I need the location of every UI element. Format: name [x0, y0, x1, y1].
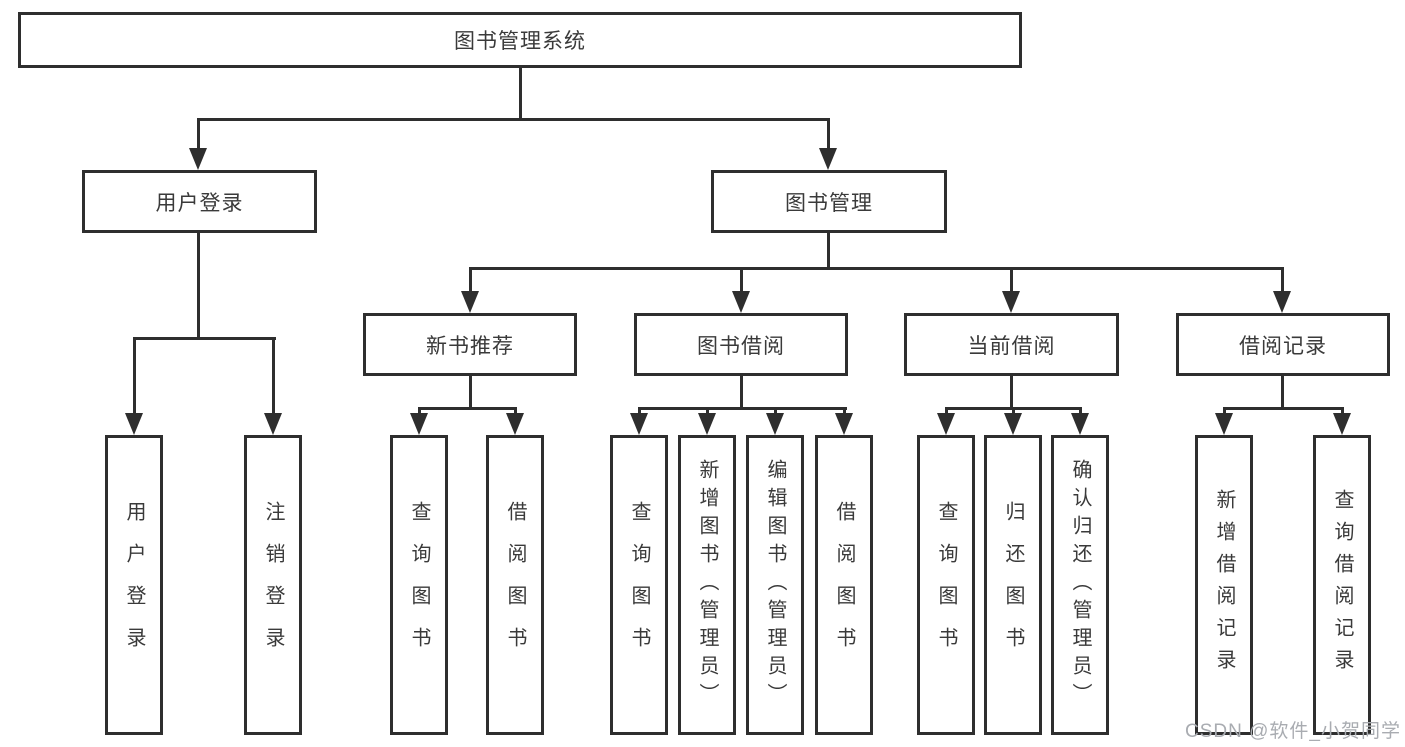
- node-borrow-books-leaf: 借阅图书: [815, 435, 873, 735]
- node-label: 注销登录: [262, 501, 284, 669]
- node-label: 归还图书: [1002, 501, 1024, 669]
- connector-v: [271, 338, 275, 415]
- node-label: 查询图书: [935, 501, 957, 669]
- node-label: 图书借阅: [697, 334, 785, 358]
- connector-v: [196, 118, 200, 151]
- node-confirm-return-admin: 确认归还（管理员）: [1051, 435, 1109, 735]
- connector-v: [1280, 376, 1284, 409]
- arrowhead-down-icon: [1071, 413, 1089, 435]
- node-library-management-system: 图书管理系统: [18, 12, 1022, 68]
- connector-h: [1222, 406, 1344, 410]
- node-query-borrow-record: 查询借阅记录: [1313, 435, 1371, 735]
- node-label: 借阅记录: [1239, 334, 1327, 358]
- arrowhead-down-icon: [1333, 413, 1351, 435]
- connector-v: [1340, 408, 1344, 415]
- connector-v: [1011, 408, 1015, 415]
- node-label: 借阅图书: [504, 501, 526, 669]
- node-book-borrowing: 图书借阅: [634, 313, 848, 376]
- node-label: 查询借阅记录: [1331, 489, 1353, 681]
- node-label: 新增图书（管理员）: [696, 459, 718, 711]
- connector-v: [196, 233, 200, 339]
- connector-v: [739, 268, 743, 293]
- arrowhead-down-icon: [1004, 413, 1022, 435]
- connector-v: [773, 408, 777, 415]
- node-add-borrow-record: 新增借阅记录: [1195, 435, 1253, 735]
- node-book-management: 图书管理: [711, 170, 947, 233]
- connector-h: [132, 336, 276, 340]
- node-label: 用户登录: [155, 191, 244, 215]
- node-current-borrowing: 当前借阅: [904, 313, 1119, 376]
- connector-v: [132, 338, 136, 415]
- arrowhead-down-icon: [461, 291, 479, 313]
- node-label: 图书管理系统: [454, 30, 586, 53]
- arrowhead-down-icon: [766, 413, 784, 435]
- connector-v: [637, 408, 641, 415]
- connector-h: [468, 266, 1284, 270]
- connector-v: [518, 68, 522, 119]
- node-logout: 注销登录: [244, 435, 302, 735]
- connector-h: [196, 118, 830, 121]
- node-label: 新书推荐: [426, 334, 514, 358]
- node-label: 新增借阅记录: [1213, 489, 1235, 681]
- connector-h: [417, 406, 517, 410]
- node-user-login-branch: 用户登录: [82, 170, 317, 233]
- arrowhead-down-icon: [698, 413, 716, 435]
- arrowhead-down-icon: [1215, 413, 1233, 435]
- node-new-book-recommend: 新书推荐: [363, 313, 577, 376]
- arrowhead-down-icon: [732, 291, 750, 313]
- node-add-book-admin: 新增图书（管理员）: [678, 435, 736, 735]
- node-edit-book-admin: 编辑图书（管理员）: [746, 435, 804, 735]
- arrowhead-down-icon: [819, 148, 837, 170]
- node-query-books-current: 查询图书: [917, 435, 975, 735]
- node-label: 用户登录: [123, 501, 145, 669]
- arrowhead-down-icon: [835, 413, 853, 435]
- connector-v: [1222, 408, 1226, 415]
- node-label: 确认归还（管理员）: [1069, 459, 1091, 711]
- arrowhead-down-icon: [506, 413, 524, 435]
- connector-v: [468, 376, 472, 409]
- connector-v: [842, 408, 846, 415]
- node-label: 查询图书: [628, 501, 650, 669]
- connector-v: [944, 408, 948, 415]
- connector-v: [739, 376, 743, 409]
- connector-v: [1078, 408, 1082, 415]
- arrowhead-down-icon: [630, 413, 648, 435]
- connector-v: [468, 268, 472, 293]
- node-label: 借阅图书: [833, 501, 855, 669]
- connector-v: [1280, 268, 1284, 293]
- arrowhead-down-icon: [937, 413, 955, 435]
- connector-v: [1010, 376, 1013, 409]
- connector-v: [826, 233, 830, 267]
- connector-v: [1010, 268, 1013, 293]
- arrowhead-down-icon: [264, 413, 282, 435]
- node-label: 当前借阅: [967, 334, 1056, 358]
- node-user-login-leaf: 用户登录: [105, 435, 163, 735]
- arrowhead-down-icon: [410, 413, 428, 435]
- arrowhead-down-icon: [189, 148, 207, 170]
- connector-v: [826, 118, 830, 151]
- node-borrow-books-recommend: 借阅图书: [486, 435, 544, 735]
- node-label: 图书管理: [785, 191, 873, 215]
- node-borrow-records: 借阅记录: [1176, 313, 1390, 376]
- node-return-book: 归还图书: [984, 435, 1042, 735]
- node-query-books-borrowing: 查询图书: [610, 435, 668, 735]
- arrowhead-down-icon: [125, 413, 143, 435]
- connector-v: [417, 408, 421, 415]
- node-label: 编辑图书（管理员）: [764, 459, 786, 711]
- node-label: 查询图书: [408, 501, 430, 669]
- connector-v: [513, 408, 517, 415]
- csdn-watermark: CSDN @软件_小贺同学: [1185, 721, 1401, 742]
- arrowhead-down-icon: [1273, 291, 1291, 313]
- connector-h: [637, 406, 847, 410]
- arrowhead-down-icon: [1002, 291, 1020, 313]
- node-query-books-recommend: 查询图书: [390, 435, 448, 735]
- connector-v: [705, 408, 709, 415]
